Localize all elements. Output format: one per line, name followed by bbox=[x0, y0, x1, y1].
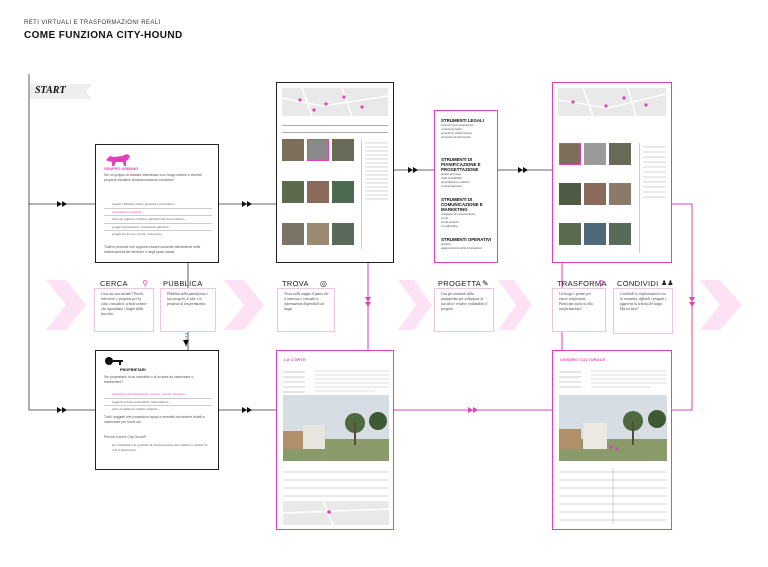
owners-bullet: per individuare le proposte di trasforma… bbox=[112, 443, 208, 452]
place-sheet-tag: LA CORTE bbox=[284, 357, 306, 362]
bull-icon bbox=[106, 154, 130, 166]
place-photo bbox=[283, 395, 389, 461]
key-icon bbox=[105, 357, 123, 365]
tool-communication: STRUMENTI DI COMUNICAZIONE E MARKETING c… bbox=[441, 197, 483, 228]
list-item: associazioni culturali bbox=[104, 209, 212, 217]
action-pubblica: Pubblica sulla piattaforma i tuoi proget… bbox=[160, 288, 216, 332]
page-title: COME FUNZIONA CITY-HOUND bbox=[24, 30, 183, 41]
action-condividi: Condividi le trasformazioni con la comun… bbox=[613, 288, 673, 334]
map-thumbnail bbox=[557, 87, 667, 117]
list-item: gruppi di promotori, comitati di quartie… bbox=[104, 224, 212, 232]
page-kicker: RETI VIRTUALI E TRASFORMAZIONI REALI bbox=[24, 20, 161, 26]
list-item: gruppi di ricerca, scuole, universita... bbox=[112, 232, 164, 237]
chevron-strip bbox=[46, 280, 742, 330]
info-block bbox=[283, 369, 309, 393]
tool-planning: STRUMENTI DI PIANIFICAZIONE E PROGETTAZI… bbox=[441, 157, 481, 188]
owners-intro: Sei proprietario di un immobile o di un'… bbox=[104, 375, 194, 384]
action-label-cerca: CERCA bbox=[100, 279, 128, 288]
target-icon: ◎ bbox=[320, 279, 327, 288]
map-listing-screen bbox=[276, 82, 394, 263]
start-label: START bbox=[30, 84, 92, 99]
urban-group-intro: Sei un gruppo di cittadini interessato a… bbox=[104, 173, 202, 182]
list-item: pubbliche amministrazioni, comuni, regio… bbox=[104, 391, 212, 399]
urban-group-name: GRUPPO URBANO bbox=[104, 167, 139, 171]
place-photo bbox=[559, 395, 667, 461]
action-progetta: Usa gli strumenti della piattaforma per … bbox=[434, 288, 494, 332]
place-sheet-screen: LA CORTE bbox=[276, 350, 394, 530]
urban-group-card: GRUPPO URBANO Sei un gruppo di cittadini… bbox=[95, 144, 219, 263]
people-icon: ♟♟ bbox=[661, 280, 674, 287]
list-item: soggetti privati, proprietari, imprendit… bbox=[104, 399, 212, 407]
transformed-sheet-tag: CENTRO CULTURALE bbox=[560, 357, 606, 362]
urban-group-footer: Tutte le persone che vogliono essere coi… bbox=[104, 245, 201, 254]
chevron-arrow bbox=[224, 280, 264, 330]
info-block bbox=[559, 369, 585, 393]
arrow-heads bbox=[57, 167, 528, 413]
list-item: start up, imprese creative, operatori de… bbox=[104, 216, 212, 224]
owners-footer: Tutti i soggetti che possiedono spazi e … bbox=[104, 415, 205, 424]
filter-list bbox=[639, 143, 668, 253]
action-label-trova: TROVA bbox=[282, 279, 309, 288]
description-text bbox=[315, 369, 389, 397]
search-icon: ⚲ bbox=[598, 279, 604, 288]
details-table bbox=[283, 468, 389, 504]
chevron-arrow bbox=[46, 280, 86, 330]
pencil-icon: ✎ bbox=[482, 279, 489, 288]
villa-photo bbox=[283, 395, 389, 461]
updated-listing-screen bbox=[552, 82, 672, 263]
action-trova: Trova nella mappa il punto che ti intere… bbox=[277, 288, 335, 332]
description-text bbox=[591, 369, 667, 395]
action-label-pubblica: PUBBLICA bbox=[163, 279, 203, 288]
chevron-arrow bbox=[398, 280, 432, 330]
tools-card: STRUMENTI LEGALI contratti d'uso tempora… bbox=[434, 110, 498, 263]
owners-list: pubbliche amministrazioni, comuni, regio… bbox=[104, 391, 212, 413]
action-label-condividi: CONDIVIDI bbox=[617, 279, 659, 288]
action-trasforma: Un luogo e pronto per essere trasformato… bbox=[552, 288, 606, 332]
chevron-arrow bbox=[498, 280, 532, 330]
chevron-arrow bbox=[700, 280, 742, 330]
filter-list bbox=[361, 139, 390, 249]
list-item: enti e fondazioni, istituti religiosi... bbox=[112, 407, 160, 412]
action-cerca: ⚲ Cosa sta succedendo? Eventi, intervent… bbox=[94, 279, 154, 332]
list-item: singoli cittadini, artisti, pensatori, i… bbox=[104, 201, 212, 209]
owners-footer-label: Perche ti serve City-Hound? bbox=[104, 435, 147, 439]
search-icon: ⚲ bbox=[142, 279, 148, 288]
villa-photo bbox=[559, 395, 667, 461]
owners-name: PROPRIETARI bbox=[120, 368, 146, 372]
details-table bbox=[559, 468, 667, 524]
map-thumbnail bbox=[281, 87, 389, 117]
action-label-trasforma: TRASFORMA bbox=[557, 279, 607, 288]
tool-legal: STRUMENTI LEGALI contratti d'uso tempora… bbox=[441, 118, 484, 139]
transformed-sheet-screen: CENTRO CULTURALE bbox=[552, 350, 672, 530]
location-map bbox=[282, 500, 390, 526]
action-label-progetta: PROGETTA bbox=[438, 279, 482, 288]
urban-group-list: singoli cittadini, artisti, pensatori, i… bbox=[104, 201, 212, 238]
owners-card: PROPRIETARI Sei proprietario di un immob… bbox=[95, 350, 219, 470]
